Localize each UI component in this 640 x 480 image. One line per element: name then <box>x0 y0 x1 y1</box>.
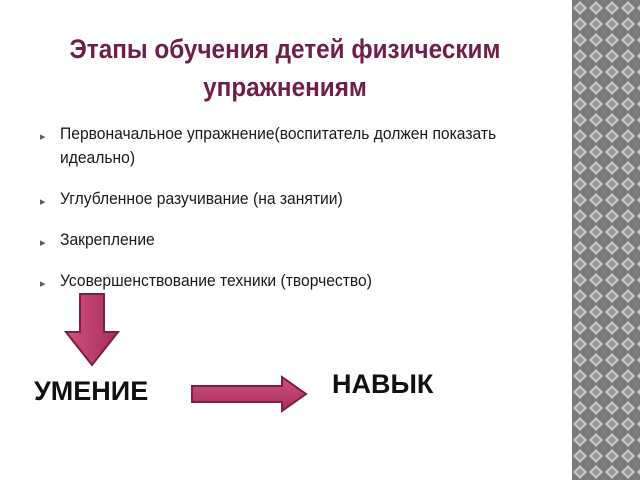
chevron-bullet-icon: ▸ <box>40 131 46 143</box>
bullet-item: ▸ Первоначальное упражнение(воспитатель … <box>40 122 540 170</box>
bullet-item: ▸ Углубленное разучивание (на занятии) <box>40 187 540 211</box>
right-arrow-icon <box>191 375 308 413</box>
bullet-text: Первоначальное упражнение(воспитатель до… <box>60 124 497 167</box>
down-arrow-icon <box>64 293 120 367</box>
decorative-pattern <box>572 0 640 480</box>
label-umenie: УМЕНИЕ <box>34 376 149 406</box>
bullet-item: ▸ Усовершенствование техники (творчество… <box>40 269 540 293</box>
bullet-text: Углубленное разучивание (на занятии) <box>60 189 343 208</box>
bullet-text: Закрепление <box>60 230 155 249</box>
label-navyk: НАВЫК <box>332 369 434 399</box>
bullet-list: ▸ Первоначальное упражнение(воспитатель … <box>40 122 540 310</box>
bullet-text: Усовершенствование техники (творчество) <box>60 271 372 290</box>
chevron-bullet-icon: ▸ <box>40 278 46 290</box>
bullet-item: ▸ Закрепление <box>40 228 540 252</box>
chevron-bullet-icon: ▸ <box>40 196 46 208</box>
slide-title: Этапы обучения детей физическим упражнен… <box>69 34 501 102</box>
chevron-bullet-icon: ▸ <box>40 237 46 249</box>
